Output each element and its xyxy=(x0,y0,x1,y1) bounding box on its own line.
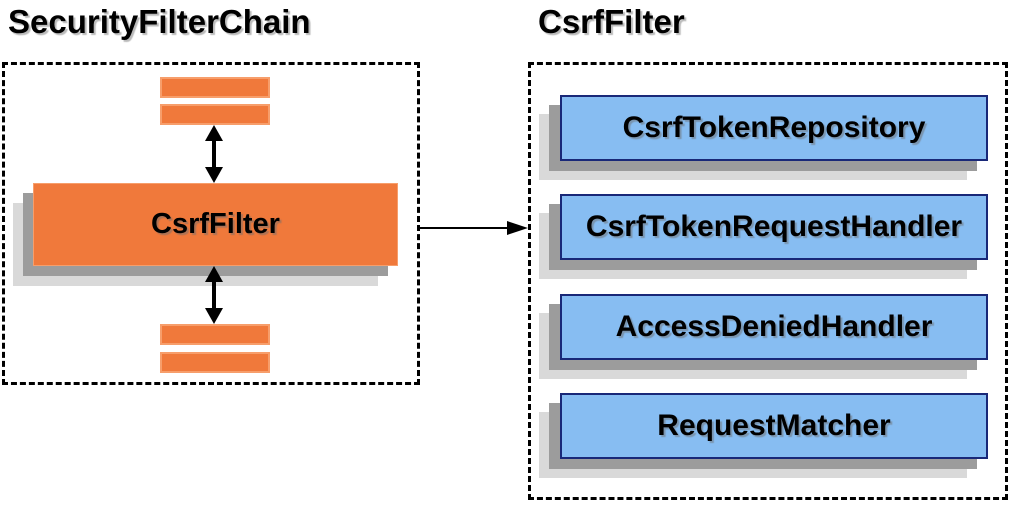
csrf-filter-title: CsrfFilter xyxy=(538,3,685,40)
filter-placeholder-bar xyxy=(160,352,270,373)
component-label: CsrfTokenRequestHandler xyxy=(585,210,963,243)
component-box-csrf-token-request-handler: CsrfTokenRequestHandler xyxy=(560,194,988,260)
component-label: CsrfTokenRepository xyxy=(622,111,926,144)
filter-placeholder-bar xyxy=(160,77,270,98)
bidirectional-arrow-icon xyxy=(205,266,223,324)
component-box-csrf-token-repository: CsrfTokenRepository xyxy=(560,95,988,161)
filter-placeholder-bar xyxy=(160,104,270,125)
component-box-access-denied-handler: AccessDeniedHandler xyxy=(560,294,988,360)
flow-arrow-icon xyxy=(420,221,528,235)
csrf-filter-box-label: CsrfFilter xyxy=(151,208,280,240)
csrf-filter-container xyxy=(528,62,1008,500)
filter-placeholder-bar xyxy=(160,324,270,345)
component-label: RequestMatcher xyxy=(657,409,891,442)
security-filter-chain-title: SecurityFilterChain xyxy=(8,3,311,40)
bidirectional-arrow-icon xyxy=(205,125,223,183)
component-box-request-matcher: RequestMatcher xyxy=(560,393,988,459)
csrf-filter-box: CsrfFilter xyxy=(33,183,398,266)
security-filter-chain-container xyxy=(2,62,420,385)
component-label: AccessDeniedHandler xyxy=(615,310,933,343)
